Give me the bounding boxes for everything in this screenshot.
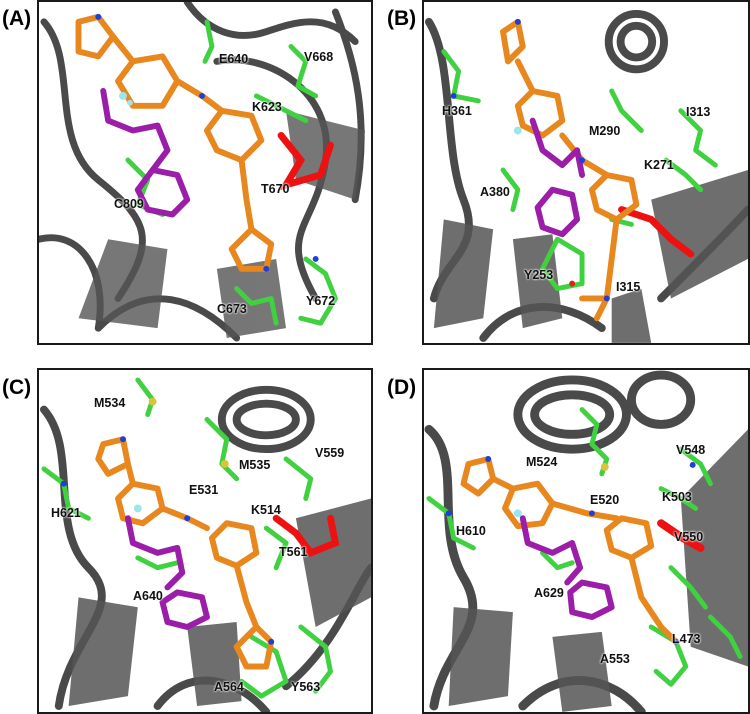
panel-d-structure: [424, 370, 748, 712]
residue-label: H610: [456, 524, 486, 538]
residue-label: K623: [252, 100, 282, 114]
residue-label: V668: [304, 50, 334, 64]
panel-c-label: (C): [2, 376, 32, 399]
residue-label: M290: [589, 124, 621, 138]
residue-label: E640: [219, 52, 249, 66]
residue-label: I315: [616, 280, 641, 294]
residue-label: V548: [676, 443, 706, 457]
residue-label: V559: [315, 446, 345, 460]
panel-d-label: (D): [387, 376, 417, 399]
panel-b-structure: [424, 10, 748, 343]
residue-label: I313: [686, 105, 711, 119]
panel-d-image: M524 V548 E520 K503 H610 V550 A629 A553 …: [422, 368, 750, 714]
residue-label: A553: [600, 652, 630, 666]
residue-label: K503: [662, 490, 692, 504]
residue-label: C809: [114, 197, 144, 211]
residue-label: E531: [189, 483, 219, 497]
residue-label: T670: [261, 182, 290, 196]
residue-label: A564: [214, 680, 244, 694]
panel-b-image: H361 M290 I313 K271 A380 I315 Y253: [422, 0, 750, 345]
residue-label: V550: [674, 530, 704, 544]
residue-label: A629: [534, 586, 564, 600]
residue-label: K271: [644, 158, 674, 172]
residue-label: Y672: [306, 294, 336, 308]
residue-label: A380: [480, 185, 510, 199]
residue-label: C673: [217, 302, 247, 316]
panel-a-image: E640 V668 K623 T670 C809 C673 Y672: [37, 0, 373, 345]
residue-label: M534: [94, 396, 126, 410]
residue-label: M524: [526, 455, 558, 469]
residue-label: E520: [590, 493, 620, 507]
residue-label: T561: [279, 545, 308, 559]
residue-label: Y253: [524, 268, 554, 282]
residue-label: H361: [442, 104, 472, 118]
panel-a-label: (A): [2, 7, 32, 30]
residue-label: H621: [51, 506, 81, 520]
panel-b-label: (B): [387, 7, 417, 30]
residue-label: M535: [239, 458, 271, 472]
residue-label: L473: [672, 632, 701, 646]
panel-a-structure: [39, 2, 366, 342]
residue-label: Y563: [291, 680, 321, 694]
panel-c-structure: [39, 377, 371, 712]
panel-c-image: M534 M535 V559 E531 K514 H621 T561 A640 …: [37, 368, 373, 714]
residue-label: A640: [133, 589, 163, 603]
residue-label: K514: [251, 503, 281, 517]
